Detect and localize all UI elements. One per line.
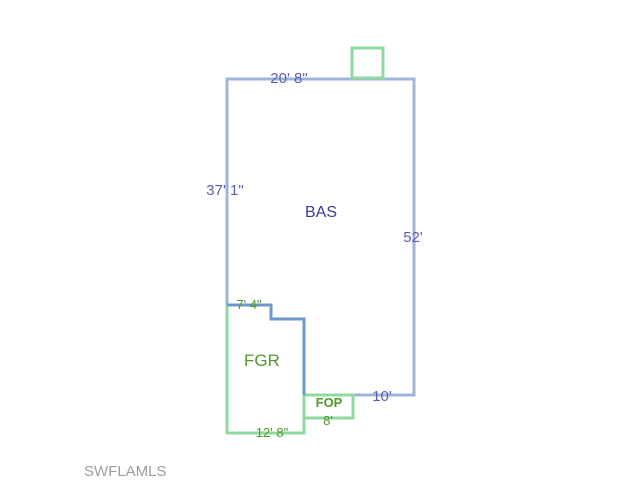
bas-top-dimension: 20' 8" bbox=[270, 70, 307, 87]
fgr-area-label: FGR bbox=[244, 351, 280, 370]
fgr-bottom-dimension: 12' 8" bbox=[256, 425, 289, 440]
watermark: SWFLAMLS bbox=[84, 463, 167, 480]
fop-bottom-dimension: 8' bbox=[323, 413, 333, 428]
bas-top-bump bbox=[350, 46, 385, 80]
fgr-top-dimension: 7' 4" bbox=[236, 297, 262, 312]
bas-fgr-shared-wall bbox=[227, 303, 306, 395]
bas-left-dimension: 37' 1" bbox=[206, 182, 243, 199]
bas-bottom-dimension: 10' bbox=[372, 388, 392, 405]
bas-right-dimension: 52' bbox=[403, 229, 423, 246]
fop-area-label: FOP bbox=[316, 395, 343, 410]
fop-outline bbox=[302, 393, 355, 420]
bas-area-label: BAS bbox=[305, 204, 337, 221]
bas-outline bbox=[225, 77, 416, 397]
